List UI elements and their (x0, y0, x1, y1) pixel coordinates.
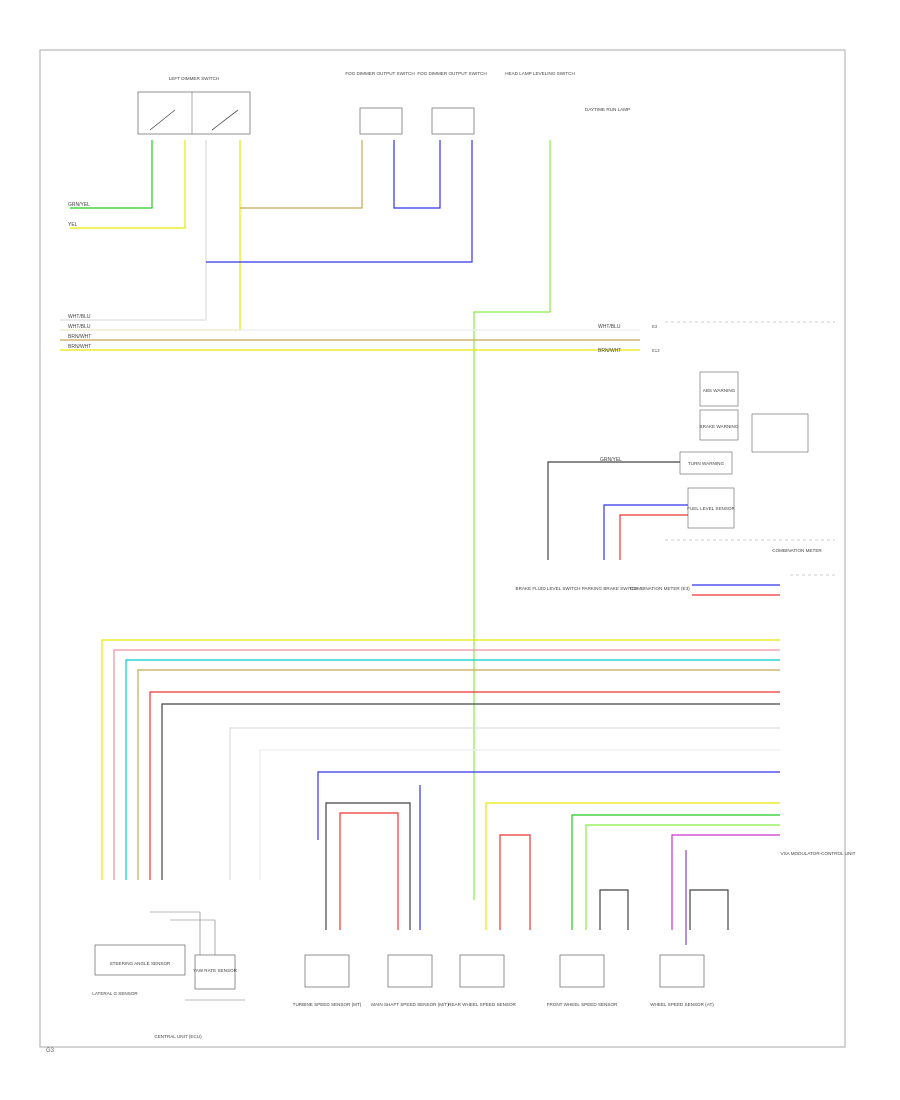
vsa-label: VSA MODULATOR-CONTROL UNIT (781, 851, 856, 856)
central-unit: STEERING ANGLE SENSOR YAW RATE SENSOR LA… (92, 911, 245, 1039)
bottom-comp5-label: WHEEL SPEED SENSOR (AT) (650, 1002, 714, 1007)
mid-wires (547, 461, 688, 560)
meter-box4-label: FUEL LEVEL SENSOR (687, 506, 735, 511)
top-right-label: HEAD LAMP LEVELING SWITCH (505, 71, 575, 76)
wire-label-yel: YEL (68, 222, 78, 228)
wire-label-bus2: WHT/BLU (68, 324, 91, 330)
central-sub1-label: STEERING ANGLE SENSOR (110, 961, 171, 966)
central-unit-label: CENTRAL UNIT (ECU) (154, 1034, 202, 1039)
top-switch-assembly: LEFT DIMMER SWITCH (137, 76, 251, 135)
right-conn-tabs (692, 584, 780, 596)
central-sub3-label: LATERAL G SENSOR (92, 991, 138, 996)
combination-meter-label: COMBINATION METER (772, 548, 822, 553)
meter-box1-label: ABS WARNING (703, 388, 736, 393)
wire-label-bus4: BRN/WHT (68, 344, 91, 350)
wire-label-to-sw: GRN/YEL (600, 457, 622, 463)
bottom-comp3-label: REAR WHEEL SPEED SENSOR (448, 1002, 516, 1007)
diagram-frame (39, 49, 846, 1048)
top-dimmer-boxes: FOG DIMMER OUTPUT SWITCH FOG DIMMER OUTP… (345, 71, 630, 135)
meter-blocks: ABS WARNING BRAKE WARNING TURN WARNING F… (679, 371, 822, 553)
wire-label-right2: BRN/WHT (598, 348, 621, 354)
lower-bus-wires (101, 639, 780, 880)
footer-code: G3 (46, 1048, 55, 1054)
wire-label-right1: WHT/BLU (598, 324, 621, 330)
parking-sw-label: PARKING BRAKE SWITCH (582, 586, 639, 591)
top-right-note: DAYTIME RUN LAMP (585, 107, 630, 112)
central-sub2-label: YAW RATE SENSOR (193, 968, 237, 973)
wire-label-bus1: WHT/BLU (68, 314, 91, 320)
bottom-comp4-label: FRONT WHEEL SPEED SENSOR (547, 1002, 618, 1007)
wire-label-grn: GRN/YEL (68, 202, 90, 208)
top-switch-label: LEFT DIMMER SWITCH (169, 76, 219, 81)
conn-right1: E3 (652, 324, 658, 329)
top-wires (60, 140, 640, 900)
lower-conn-label: COMBINATION METER (E3) (630, 586, 690, 591)
meter-box3-label: TURN WARNING (688, 461, 724, 466)
bottom-comp1-label: TURBINE SPEED SENSOR (MT) (293, 1002, 362, 1007)
sensor-feeds (325, 785, 780, 945)
dr-sw-label: BRAKE FLUID LEVEL SWITCH (516, 586, 581, 591)
wire-label-bus3: BRN/WHT (68, 334, 91, 340)
meter-box2-label: BRAKE WARNING (700, 424, 739, 429)
conn-right2: E13 (652, 348, 660, 353)
bottom-comp2-label: MAIN SHAFT SPEED SENSOR (M/T) (371, 1002, 449, 1007)
bottom-sensor-boxes: TURBINE SPEED SENSOR (MT) MAIN SHAFT SPE… (293, 954, 714, 1007)
top-dimmer1-label: FOG DIMMER OUTPUT SWITCH (345, 71, 414, 76)
top-dimmer2-label: FOG DIMMER OUTPUT SWITCH (417, 71, 486, 76)
